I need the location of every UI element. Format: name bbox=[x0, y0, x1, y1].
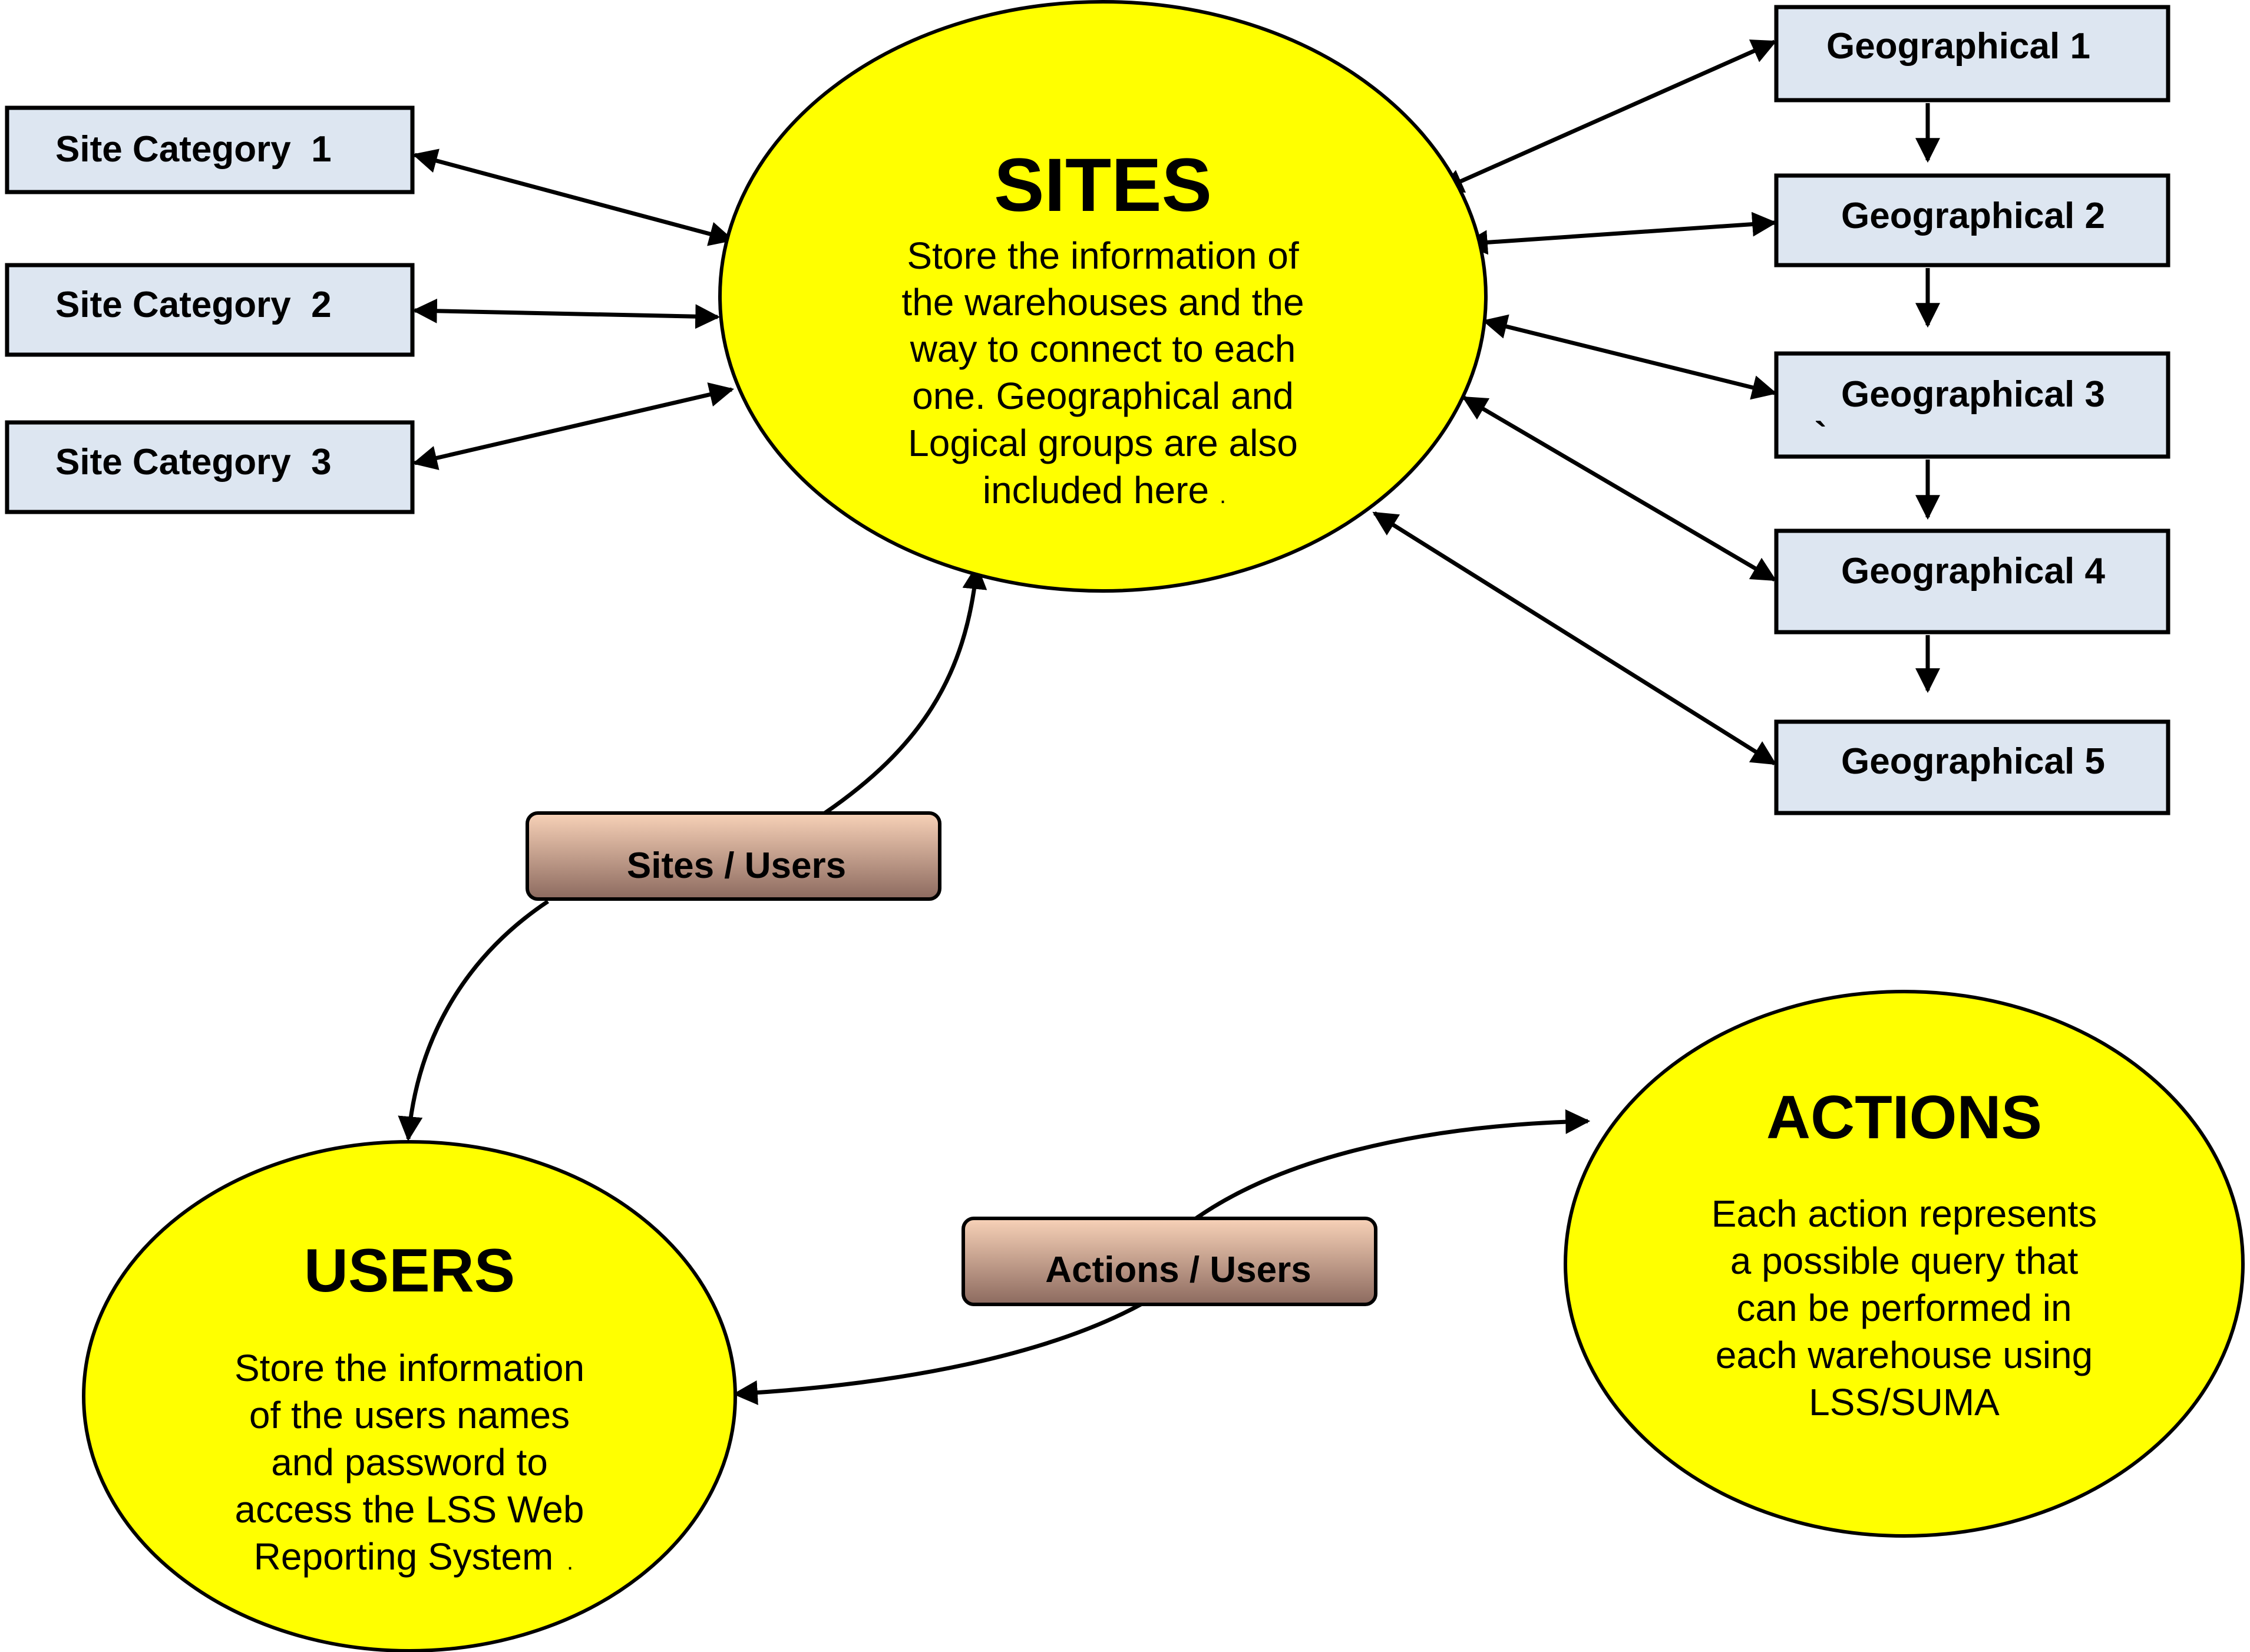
actions-users-label: Actions / Users bbox=[1045, 1250, 1311, 1290]
connector-geographical-3 bbox=[1482, 314, 1777, 400]
geographical-4-label: Geographical 4 bbox=[1841, 551, 2105, 592]
actions-title: ACTIONS bbox=[1766, 1083, 2042, 1152]
sites-desc-line-3: way to connect to each bbox=[910, 328, 1296, 370]
geographical-5-label: Geographical 5 bbox=[1841, 741, 2105, 782]
sites-desc-line-6: included here bbox=[983, 469, 1209, 511]
sites-users-label: Sites / Users bbox=[627, 845, 846, 886]
users-desc-line-4: access the LSS Web bbox=[235, 1488, 584, 1531]
site-category-3-box: Site Category 3 bbox=[5, 420, 415, 514]
geographical-5-box: Geographical 5 bbox=[1774, 719, 2170, 815]
geographical-3-stray-mark: ` bbox=[1815, 415, 1827, 456]
site-category-3-label: Site Category 3 bbox=[55, 442, 332, 483]
sites-desc-line-5: Logical groups are also bbox=[908, 422, 1298, 464]
connector-actions-users-to-actions bbox=[1194, 1109, 1591, 1220]
geographical-1-label: Geographical 1 bbox=[1826, 26, 2090, 67]
users-desc-trailing-mark: . bbox=[567, 1549, 573, 1575]
relationship-connectors bbox=[398, 564, 1591, 1405]
sites-title: SITES bbox=[994, 143, 1212, 227]
actions-ellipse bbox=[1564, 990, 2245, 1538]
users-desc-line-5: Reporting System bbox=[254, 1535, 554, 1578]
site-category-connectors bbox=[412, 148, 735, 470]
sites-desc-trailing-mark: . bbox=[1220, 483, 1226, 508]
users-ellipse bbox=[82, 1140, 737, 1652]
geographical-4-box: Geographical 4 bbox=[1774, 528, 2170, 635]
connector-geographical-1 bbox=[1438, 39, 1777, 193]
site-category-1-label: Site Category 1 bbox=[55, 129, 332, 170]
geographical-1-box: Geographical 1 bbox=[1774, 5, 2170, 103]
users-desc-line-1: Store the information bbox=[234, 1347, 584, 1389]
connector-site-category-3 bbox=[412, 382, 735, 470]
users-title: USERS bbox=[304, 1237, 515, 1305]
users-desc-line-3: and password to bbox=[271, 1441, 548, 1484]
actions-desc-line-4: each warehouse using bbox=[1716, 1334, 2093, 1376]
actions-desc-line-3: can be performed in bbox=[1736, 1287, 2071, 1329]
sites-users-junction: Sites / Users bbox=[526, 811, 941, 901]
connector-geographical-2 bbox=[1462, 212, 1777, 255]
geographical-2-label: Geographical 2 bbox=[1841, 196, 2105, 236]
sites-ellipse bbox=[718, 0, 1488, 593]
connector-site-category-2 bbox=[412, 298, 721, 329]
sites-desc-line-1: Store the information of bbox=[907, 234, 1299, 277]
sites-desc-line-4: one. Geographical and bbox=[912, 375, 1294, 417]
users-desc-line-2: of the users names bbox=[249, 1394, 570, 1436]
site-category-2-box: Site Category 2 bbox=[5, 263, 415, 357]
connector-site-category-1 bbox=[412, 148, 735, 246]
connector-sites-users-to-sites bbox=[824, 564, 987, 815]
sites-desc-line-2: the warehouses and the bbox=[901, 281, 1304, 323]
connector-sites-users-to-users bbox=[398, 900, 549, 1142]
connector-geographical-4 bbox=[1462, 395, 1777, 582]
connector-geographical-5 bbox=[1372, 511, 1777, 765]
site-category-2-label: Site Category 2 bbox=[55, 285, 332, 325]
actions-users-junction: Actions / Users bbox=[962, 1217, 1377, 1306]
users-entity: USERS Store the information of the users… bbox=[82, 1140, 737, 1652]
actions-desc-line-1: Each action represents bbox=[1712, 1192, 2097, 1235]
geographical-3-box: Geographical 3 ` bbox=[1774, 351, 2170, 459]
actions-desc-line-5: LSS/SUMA bbox=[1809, 1381, 2000, 1423]
actions-desc-line-2: a possible query that bbox=[1730, 1240, 2079, 1282]
geographical-3-label: Geographical 3 bbox=[1841, 374, 2105, 415]
connector-actions-users-to-users bbox=[732, 1301, 1144, 1405]
actions-entity: ACTIONS Each action represents a possibl… bbox=[1564, 990, 2245, 1538]
geographical-2-box: Geographical 2 bbox=[1774, 173, 2170, 267]
geographical-connectors bbox=[1372, 39, 1777, 765]
sites-entity: SITES Store the information of the wareh… bbox=[718, 0, 1488, 593]
site-category-1-box: Site Category 1 bbox=[5, 105, 415, 194]
